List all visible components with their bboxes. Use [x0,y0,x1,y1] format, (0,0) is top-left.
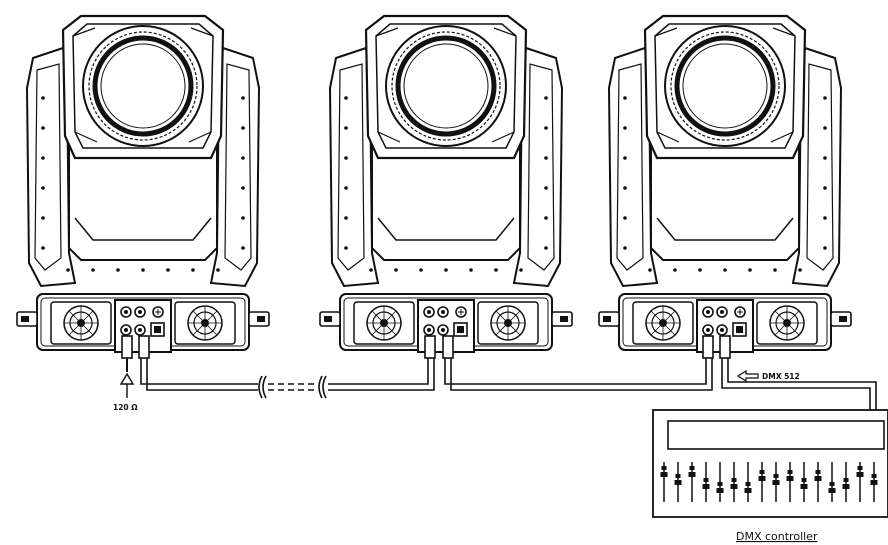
fader-12 [814,462,822,502]
controller-label: DMX controller [736,530,818,543]
dmx-cable-controller [721,358,877,410]
xlr-plug-fixture1-in [138,335,150,359]
fader-7 [744,462,752,502]
fader-11 [800,462,808,502]
terminator-arrow [119,372,135,398]
fader-3 [688,462,696,502]
controller-faders [660,462,878,502]
fader-15 [856,462,864,502]
dmx-controller [652,409,888,518]
fader-2 [674,462,682,502]
xlr-plug-fixture2-in [442,335,454,359]
fader-14 [842,462,850,502]
moving-head-fixture-1 [17,16,269,352]
cable-break-marks [258,375,327,399]
moving-head-fixture-3 [599,16,851,352]
fader-13 [828,462,836,502]
xlr-plug-fixture2-out [424,335,436,359]
fader-4 [702,462,710,502]
xlr-plug-fixture3-in [719,335,731,359]
fader-1 [660,462,668,502]
fader-10 [786,462,794,502]
dmx-signal-arrow [736,369,759,383]
dmx-cable-1-2 [140,358,435,391]
fader-5 [716,462,724,502]
moving-head-fixture-2 [320,16,572,352]
xlr-plug-terminator [121,335,133,372]
fader-9 [772,462,780,502]
controller-display [667,420,885,450]
xlr-plug-fixture3-out [702,335,714,359]
fader-8 [758,462,766,502]
terminator-label: 120 Ω [113,403,138,412]
fader-6 [730,462,738,502]
fader-16 [870,462,878,502]
dmx-signal-label: DMX 512 [762,372,800,381]
dmx-cable-2-3 [444,358,713,391]
